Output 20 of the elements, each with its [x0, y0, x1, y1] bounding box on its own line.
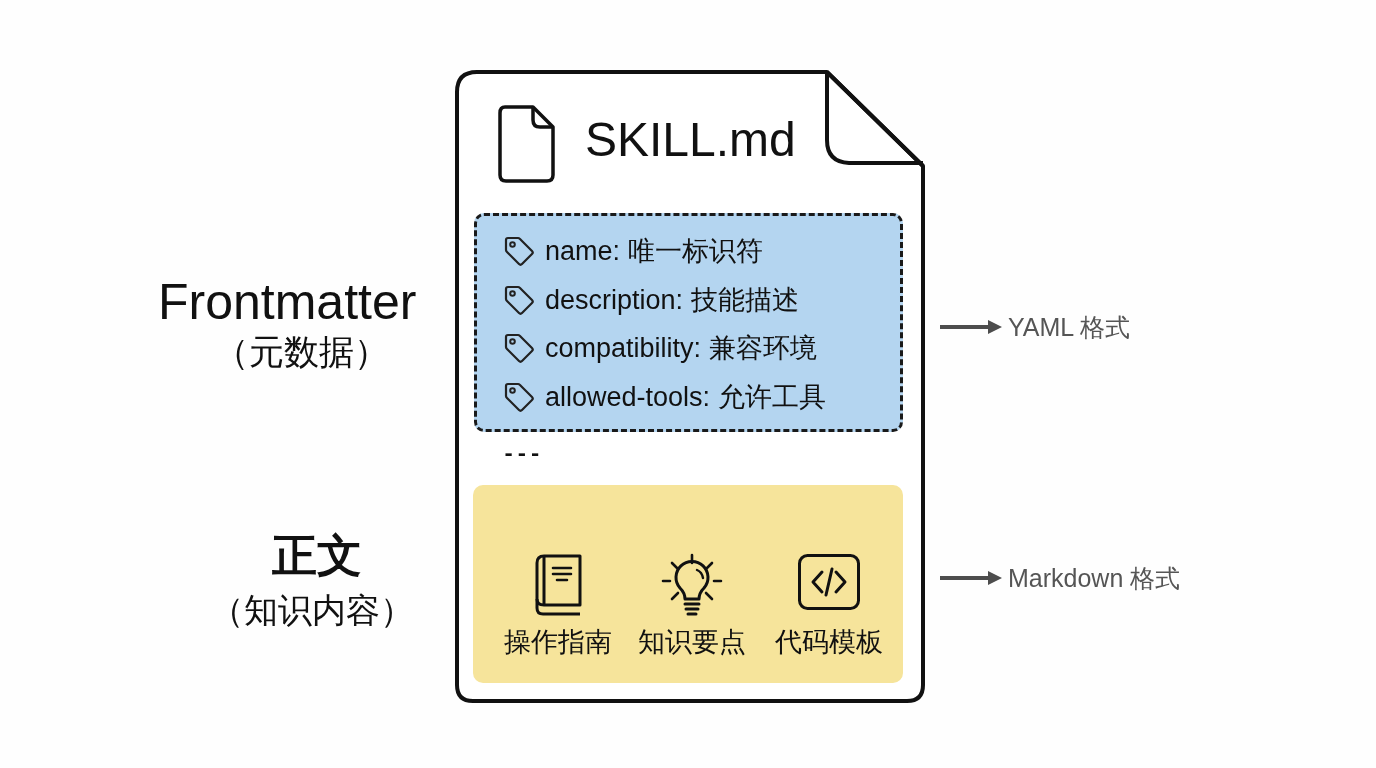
topic-label: 知识要点: [637, 626, 747, 659]
section-subtitle: （元数据）: [214, 331, 389, 373]
metadata-field: description: 技能描述: [545, 283, 799, 317]
metadata-field: compatibility: 兼容环境: [545, 331, 817, 365]
topic-label: 代码模板: [774, 626, 884, 659]
frontmatter-panel: [474, 213, 903, 432]
separator-text: ---: [502, 442, 542, 468]
topic-label: 操作指南: [503, 626, 613, 659]
arrow: [940, 320, 1002, 334]
content-panel: [473, 485, 903, 683]
format-label: YAML 格式: [1008, 312, 1131, 342]
document-sheet: [455, 70, 925, 703]
metadata-field: name: 唯一标识符: [545, 234, 763, 268]
file-name: SKILL.md: [585, 112, 796, 168]
section-subtitle: （知识内容）: [210, 590, 414, 631]
arrow: [940, 571, 1002, 585]
section-title: Frontmatter: [158, 273, 417, 332]
section-title: 正文: [272, 529, 362, 583]
format-label: Markdown 格式: [1008, 563, 1181, 593]
metadata-field: allowed-tools: 允许工具: [545, 380, 826, 414]
